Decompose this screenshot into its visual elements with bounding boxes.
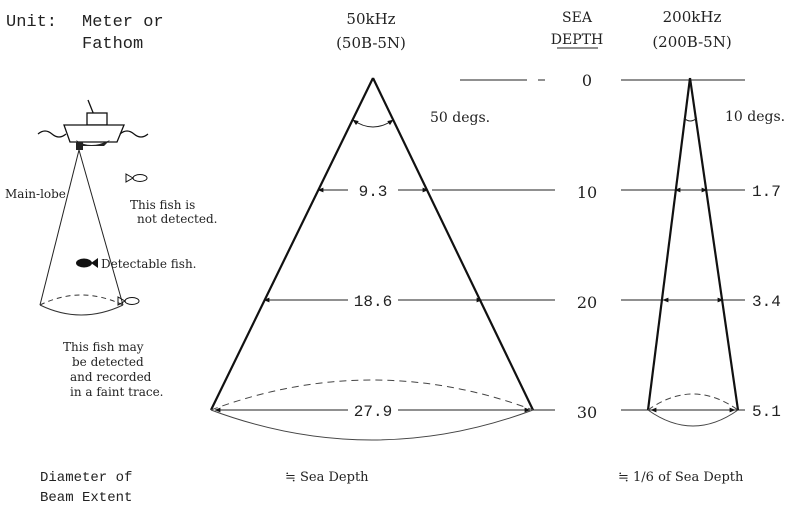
beam-50-diameter-10: 9.3 xyxy=(359,183,388,201)
depth-value-30: 30 xyxy=(577,403,597,422)
freq-50-label: 50kHz xyxy=(346,10,395,28)
beam-200-ellipse-front xyxy=(647,409,739,427)
sea-depth-title-line2: DEPTH xyxy=(551,32,603,48)
unit-value-line2: Fathom xyxy=(82,35,143,54)
model-200-label: (200B-5N) xyxy=(652,33,731,51)
freq-200-label: 200kHz xyxy=(663,8,722,26)
depth-value-10: 10 xyxy=(577,183,597,202)
approx-50-label: ≒ Sea Depth xyxy=(285,470,369,485)
approx-200-label: ≒ 1/6 of Sea Depth xyxy=(618,470,744,485)
model-50-label: (50B-5N) xyxy=(336,34,406,52)
maybe-detected-line2: be detected xyxy=(72,355,144,369)
unit-label: Unit: xyxy=(6,13,57,32)
main-lobe-ellipse-back xyxy=(39,294,124,306)
beam-50-angle-label: 50 degs. xyxy=(430,110,490,126)
main-lobe-ellipse-front xyxy=(39,304,124,316)
not-detected-line2: not detected. xyxy=(137,212,217,226)
boat-illustration xyxy=(37,99,149,150)
beam-200-ellipse-back xyxy=(647,393,739,411)
beam-200-diameter-10: 1.7 xyxy=(752,183,781,201)
unit-value-line1: Meter or xyxy=(82,13,164,32)
not-detected-line1: This fish is xyxy=(130,198,195,212)
beam-50-diameter-20: 18.6 xyxy=(354,293,392,311)
maybe-detected-line3: and recorded xyxy=(70,370,152,384)
main-lobe-label: Main-lobe xyxy=(5,187,66,201)
main-lobe-right-edge xyxy=(78,149,124,306)
beam-50-angle-arc xyxy=(352,119,394,128)
maybe-detected-line1: This fish may xyxy=(63,340,144,354)
beam-200-left-edge xyxy=(646,77,692,411)
sea-depth-title-line1: SEA xyxy=(562,10,593,26)
beam-50-left-edge xyxy=(210,77,374,411)
beam-50-right-edge xyxy=(372,77,534,411)
footer-diameter-line1: Diameter of xyxy=(40,470,132,486)
beam-50-ellipse-front xyxy=(210,409,534,441)
beam-200-right-edge xyxy=(688,77,740,411)
detectable-fish-label: Detectable fish. xyxy=(101,257,196,271)
fish-filled-icon xyxy=(76,258,98,268)
fish-outline-edge-icon xyxy=(117,296,140,306)
maybe-detected-line4: in a faint trace. xyxy=(70,385,164,399)
depth-value-0: 0 xyxy=(582,71,592,90)
depth-value-20: 20 xyxy=(577,293,597,312)
beam-50-diameter-30: 27.9 xyxy=(354,403,392,421)
footer-diameter-line2: Beam Extent xyxy=(40,490,132,506)
main-lobe-left-edge xyxy=(39,149,80,306)
fish-outline-icon xyxy=(125,173,148,183)
beam-200-angle-arc xyxy=(683,117,698,122)
beam-200-angle-label: 10 degs. xyxy=(725,109,785,125)
beam-200-diameter-20: 3.4 xyxy=(752,293,781,311)
beam-200-diameter-30: 5.1 xyxy=(752,403,781,421)
